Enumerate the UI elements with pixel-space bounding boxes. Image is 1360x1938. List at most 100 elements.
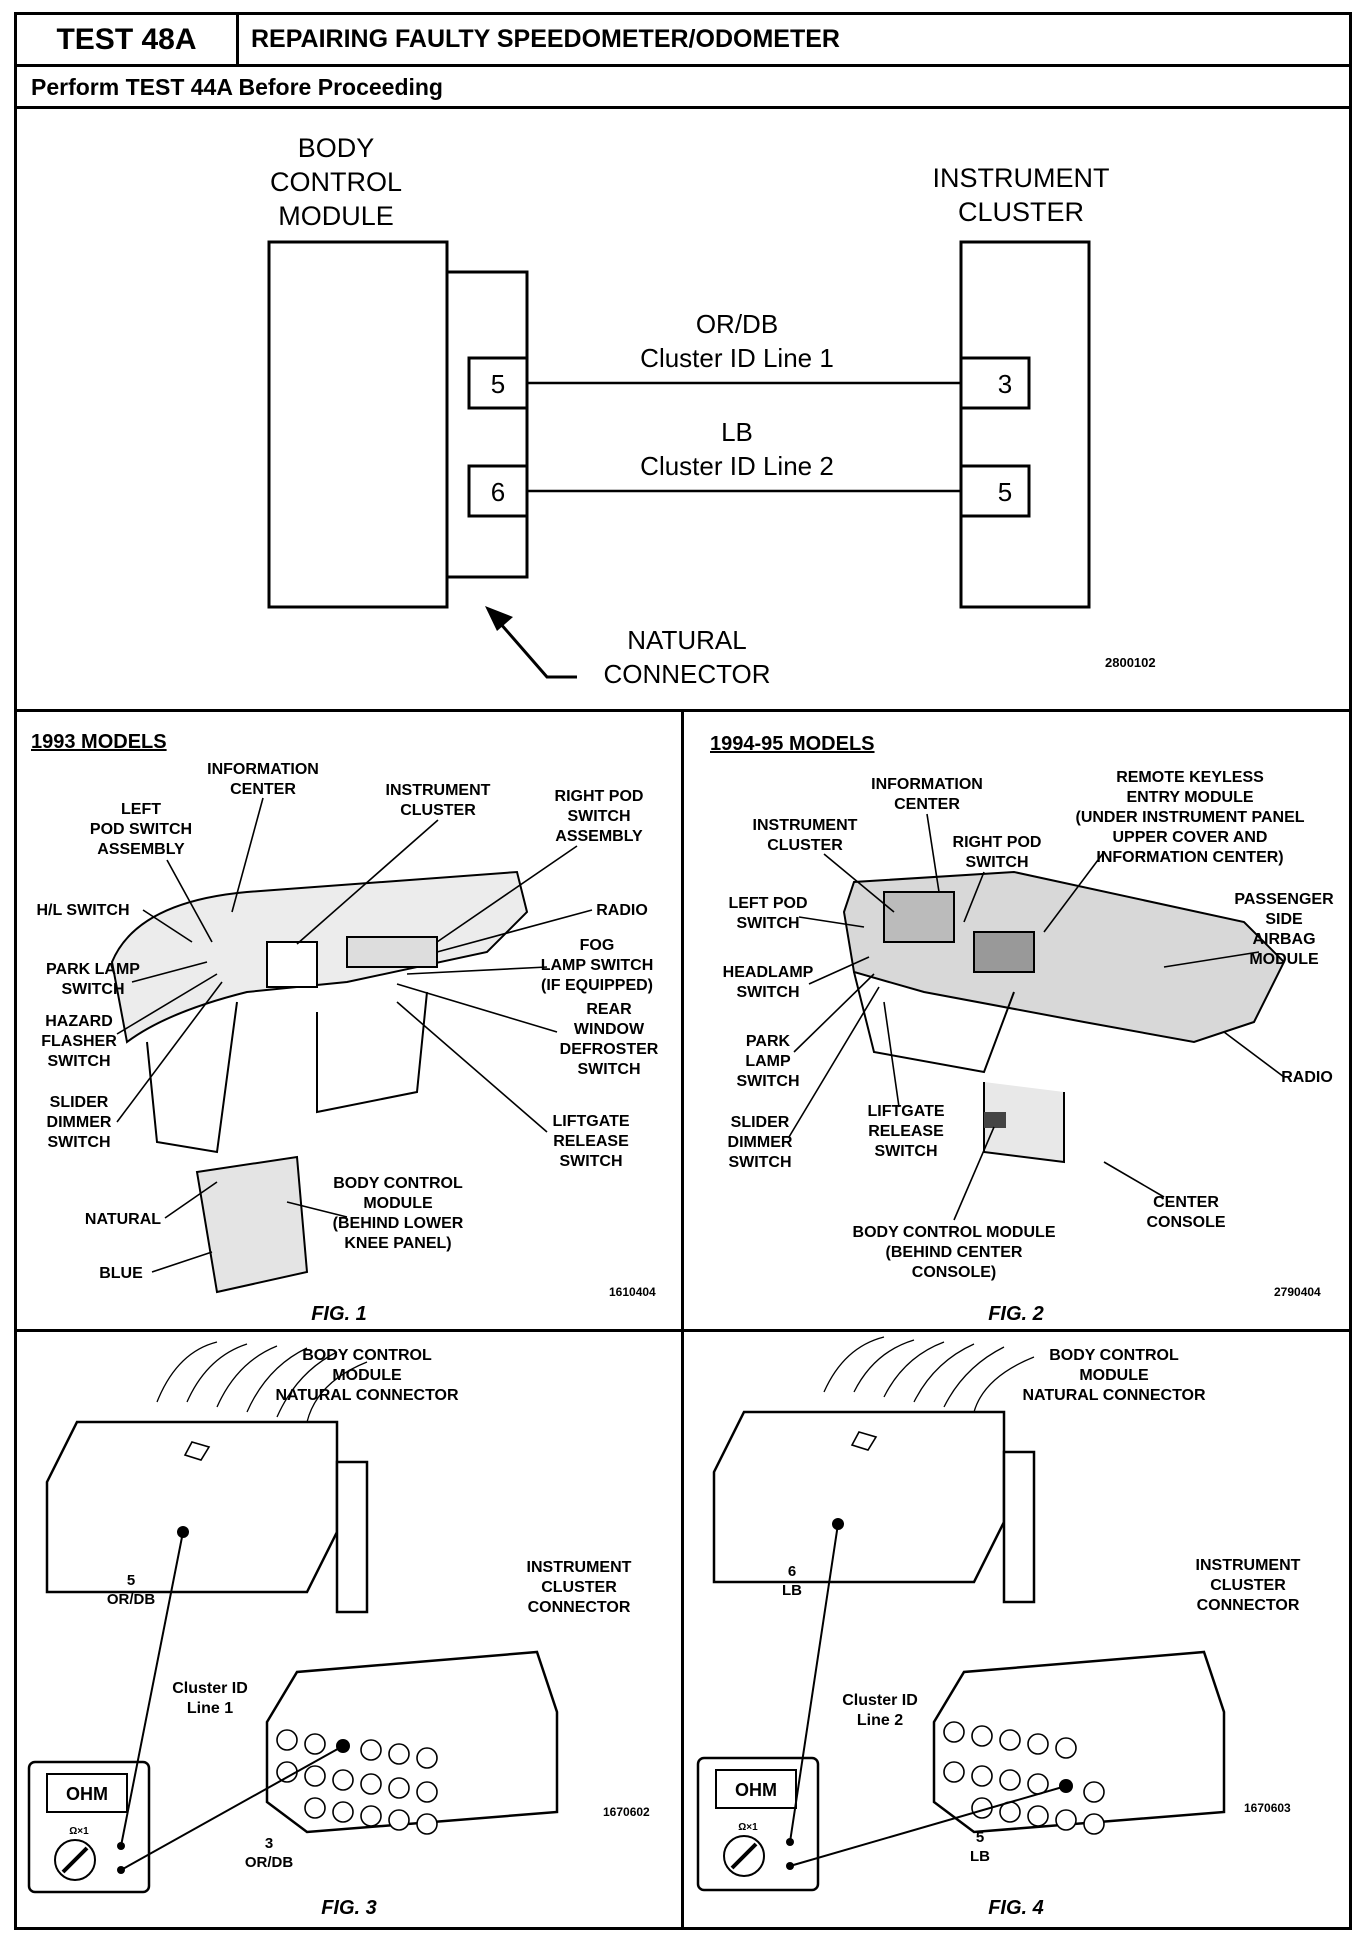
fig2-label-airbag-3: AIRBAG — [1252, 931, 1315, 948]
fig4-meter-range: Ω×1 — [738, 1822, 758, 1833]
fig2-drawing: 1994-95 MODELS INFORMATION CENTER REMOTE… — [710, 733, 1334, 1325]
header-bar: TEST 48A REPAIRING FAULTY SPEEDOMETER/OD… — [17, 15, 1349, 67]
fig1-label-natural: NATURAL — [85, 1211, 161, 1228]
fig2-label-rke-3: (UNDER INSTRUMENT PANEL — [1075, 809, 1304, 826]
fig4-drawing: BODY CONTROL MODULE NATURAL CONNECTOR 6 … — [696, 1336, 1301, 1919]
fig1-label-hl: H/L SWITCH — [36, 902, 129, 919]
fig4-pin-bcm-2: LB — [782, 1582, 802, 1599]
fig2-label-bcm-3: CONSOLE) — [912, 1264, 996, 1281]
fig3-probe-lead-1 — [120, 1531, 184, 1847]
fig2-label-leftpod-2: SWITCH — [736, 915, 799, 932]
fig2-label-rightpod-1: RIGHT POD — [953, 834, 1042, 851]
fig4-pin-ic-1: 5 — [976, 1829, 984, 1846]
fig3-pin-ic-2: OR/DB — [245, 1854, 294, 1871]
fig1-ref: 1610404 — [609, 1285, 656, 1299]
dash-lower-left — [146, 1001, 238, 1154]
fig3-pin-ic-1: 3 — [265, 1835, 273, 1852]
fig1-panel: 1993 MODELS INFORMATION CENTER LEFT POD … — [17, 712, 681, 1329]
fig2-label-airbag-2: SIDE — [1265, 911, 1303, 928]
fig2-caption: FIG. 2 — [988, 1303, 1044, 1325]
fig4-meter-display — [715, 1769, 797, 1809]
fig1-label-leftpod-3: ASSEMBLY — [97, 841, 185, 858]
fig3-line-label-2: Line 1 — [187, 1700, 233, 1717]
fig3-line-label-1: Cluster ID — [172, 1680, 248, 1697]
fig4-latch-icon — [850, 1431, 878, 1451]
wire-name-1: Cluster ID Line 1 — [640, 343, 834, 373]
fig2-label-headlamp-1: HEADLAMP — [723, 964, 814, 981]
fig2-cluster-shape — [883, 891, 955, 943]
fig3-caption: FIG. 3 — [321, 1897, 377, 1919]
fig3-drawing: BODY CONTROL MODULE NATURAL CONNECTOR 5 … — [27, 1341, 650, 1919]
fig1-label-rear-2: WINDOW — [574, 1021, 645, 1038]
fig2-label-console-2: CONSOLE — [1146, 1214, 1225, 1231]
fig1-label-info-2: CENTER — [230, 781, 296, 798]
fig1-cluster-shape — [266, 941, 318, 988]
fig1-label-rear-4: SWITCH — [577, 1061, 640, 1078]
wire-name-2: Cluster ID Line 2 — [640, 451, 834, 481]
fig4-dial-pointer — [730, 1842, 758, 1870]
fig2-label-liftgate-1: LIFTGATE — [867, 1103, 944, 1120]
ic-pin-3: 3 — [998, 369, 1012, 399]
fig4-probe-lead-1 — [789, 1523, 839, 1843]
wire-color-1: OR/DB — [696, 309, 778, 339]
fig3-probe-lead-2 — [120, 1745, 344, 1871]
instrument-cluster-box — [959, 240, 1091, 609]
natural-label-2: CONNECTOR — [603, 659, 770, 689]
fig1-label-ic-1: INSTRUMENT — [386, 782, 491, 799]
ic-pin-5-box — [959, 464, 1031, 518]
fig4-meter-readout: OHM — [735, 1780, 777, 1800]
fig4-ref: 1670603 — [1244, 1801, 1291, 1815]
fig1-label-ic-2: CLUSTER — [400, 802, 476, 819]
fig2-label-rightpod-2: SWITCH — [965, 854, 1028, 871]
divider-v1 — [681, 712, 684, 1329]
fig4-pin-ic-2: LB — [970, 1848, 990, 1865]
fig1-label-rear-3: DEFROSTER — [560, 1041, 659, 1058]
fig2-label-park-3: SWITCH — [736, 1073, 799, 1090]
fig1-label-hazard-3: SWITCH — [47, 1053, 110, 1070]
page-title: REPAIRING FAULTY SPEEDOMETER/ODOMETER — [251, 25, 840, 53]
fig1-label-park-2: SWITCH — [61, 981, 124, 998]
fig1-label-fog-2: LAMP SWITCH — [541, 957, 654, 974]
fig2-label-rke-2: ENTRY MODULE — [1126, 789, 1253, 806]
fig4-line-label-1: Cluster ID — [842, 1692, 918, 1709]
fig3-bcm-label-1: BODY CONTROL — [302, 1347, 432, 1364]
fig4-ic-label-2: CLUSTER — [1210, 1577, 1286, 1594]
fig2-label-radio: RADIO — [1281, 1069, 1333, 1086]
dashboard-outline — [110, 870, 529, 1044]
schematic-ref: 2800102 — [1105, 655, 1156, 670]
fig4-bcm-label-3: NATURAL CONNECTOR — [1022, 1387, 1206, 1404]
fig3-bcm-connector-flange — [335, 1460, 369, 1614]
fig1-label-hazard-1: HAZARD — [45, 1013, 113, 1030]
fig2-heading: 1994-95 MODELS — [710, 733, 875, 755]
fig1-console-shape — [316, 991, 428, 1114]
fig1-label-fog-3: (IF EQUIPPED) — [541, 977, 653, 994]
connector-arrow-head — [485, 606, 513, 631]
fig2-label-rke-4: UPPER COVER AND — [1113, 829, 1268, 846]
fig3-meter-readout: OHM — [66, 1784, 108, 1804]
fig2-label-airbag-4: MODULE — [1249, 951, 1319, 968]
bcm-pin-6-box — [467, 464, 529, 518]
fig3-ic-label-1: INSTRUMENT — [527, 1559, 632, 1576]
fig1-label-blue: BLUE — [99, 1265, 143, 1282]
wiring-schematic: BODY CONTROL MODULE INSTRUMENT CLUSTER 5… — [267, 133, 1156, 689]
fig1-label-liftgate-2: RELEASE — [553, 1133, 629, 1150]
fig3-latch-icon — [183, 1441, 211, 1461]
fig1-label-rightpod-2: SWITCH — [567, 808, 630, 825]
fig1-label-leftpod-2: POD SWITCH — [90, 821, 192, 838]
fig2-label-slider-2: DIMMER — [728, 1134, 793, 1151]
fig3-wire-bundle — [156, 1341, 368, 1423]
fig1-label-rear-1: REAR — [586, 1001, 632, 1018]
fig1-label-rightpod-1: RIGHT POD — [555, 788, 644, 805]
fig3-meter-range: Ω×1 — [69, 1826, 89, 1837]
fig2-label-airbag-1: PASSENGER — [1234, 891, 1334, 908]
fig1-label-leftpod-1: LEFT — [121, 801, 161, 818]
fig1-label-radio: RADIO — [596, 902, 648, 919]
fig1-label-bcm-1: BODY CONTROL — [333, 1175, 463, 1192]
fig2-label-rke-1: REMOTE KEYLESS — [1116, 769, 1264, 786]
fig1-leader-lines — [116, 797, 593, 1273]
fig4-ic-label-1: INSTRUMENT — [1196, 1557, 1301, 1574]
divider-1 — [17, 709, 1349, 712]
ic-pin-3-box — [959, 356, 1031, 410]
fig2-ref: 2790404 — [1274, 1285, 1321, 1299]
fig1-label-bcm-4: KNEE PANEL) — [344, 1235, 451, 1252]
